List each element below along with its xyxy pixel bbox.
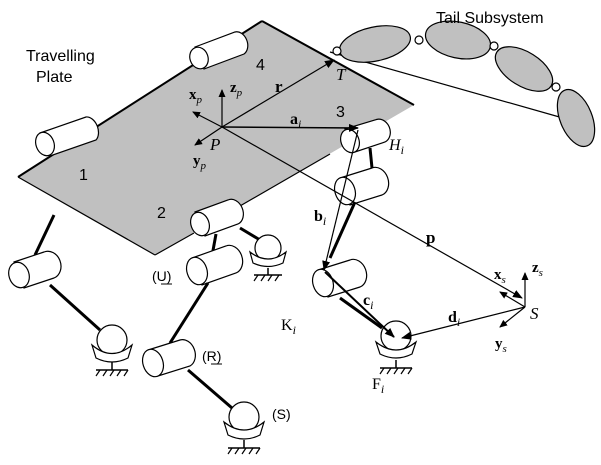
vector-c-label: ci bbox=[363, 292, 373, 312]
point-h-label: Hi bbox=[388, 137, 404, 157]
leg-number-1: 1 bbox=[79, 167, 88, 184]
vector-d-label: di bbox=[448, 309, 460, 329]
frame-s-y-axis bbox=[499, 306, 526, 328]
frame-s-x-label: xs bbox=[494, 267, 506, 286]
hip-cylinder-2 bbox=[189, 198, 244, 237]
frame-p-x-axis bbox=[192, 111, 223, 128]
vector-c bbox=[324, 271, 395, 338]
vectors bbox=[192, 59, 529, 340]
joint-u-label: (U) bbox=[152, 268, 171, 284]
tail-segment-3 bbox=[494, 46, 554, 92]
frame-p-y-label: yp bbox=[193, 153, 207, 172]
leg-number-3: 3 bbox=[336, 104, 345, 121]
leg-4 bbox=[239, 226, 288, 282]
vector-p-label: p bbox=[426, 228, 435, 247]
tail-joint bbox=[414, 35, 424, 45]
vector-r bbox=[221, 59, 335, 128]
leg-2 bbox=[141, 233, 266, 455]
point-p-label: P bbox=[209, 135, 220, 154]
hip-cylinder-1 bbox=[34, 116, 100, 157]
travelling-label: Travelling bbox=[26, 48, 95, 65]
tail-joint bbox=[551, 82, 561, 92]
tail-subsystem bbox=[329, 20, 596, 148]
tail-joint bbox=[489, 41, 499, 51]
leg-number-2: 2 bbox=[157, 205, 166, 222]
frame-p-y-axis bbox=[194, 126, 223, 146]
tail-segment-4 bbox=[556, 88, 596, 148]
tail-joint bbox=[332, 46, 342, 56]
vector-r-label: r bbox=[275, 77, 283, 96]
vector-a-label: ai bbox=[290, 111, 301, 131]
tail-subsystem-label: Tail Subsystem bbox=[436, 10, 544, 27]
frame-p-z-label: zp bbox=[230, 80, 243, 99]
leg-number-4: 4 bbox=[256, 57, 265, 74]
point-f-label: Fi bbox=[372, 376, 384, 396]
point-s-label: S bbox=[530, 304, 539, 323]
hip-cylinder-4 bbox=[189, 31, 249, 70]
leg-1 bbox=[8, 214, 134, 377]
plate-label: Plate bbox=[36, 69, 73, 86]
tail-segment-1 bbox=[339, 25, 411, 63]
leg-3 bbox=[311, 166, 418, 375]
frame-s-z-label: zs bbox=[532, 260, 543, 279]
point-k-label: Ki bbox=[281, 317, 296, 337]
vector-b bbox=[322, 129, 359, 271]
frame-s-y-label: ys bbox=[495, 336, 507, 355]
vector-p bbox=[221, 126, 523, 299]
joint-s-label: (S) bbox=[272, 406, 291, 422]
vector-b-label: bi bbox=[314, 208, 326, 228]
frame-s-x-axis bbox=[499, 291, 526, 308]
frame-p-x-label: xp bbox=[189, 87, 203, 106]
vector-d bbox=[401, 306, 526, 340]
point-t-label: T bbox=[336, 65, 347, 84]
vector-a bbox=[221, 123, 359, 132]
labels: Tail Subsystem Travelling Plate 1 2 3 4 … bbox=[26, 10, 544, 422]
joint-r-label: (R) bbox=[202, 348, 221, 364]
